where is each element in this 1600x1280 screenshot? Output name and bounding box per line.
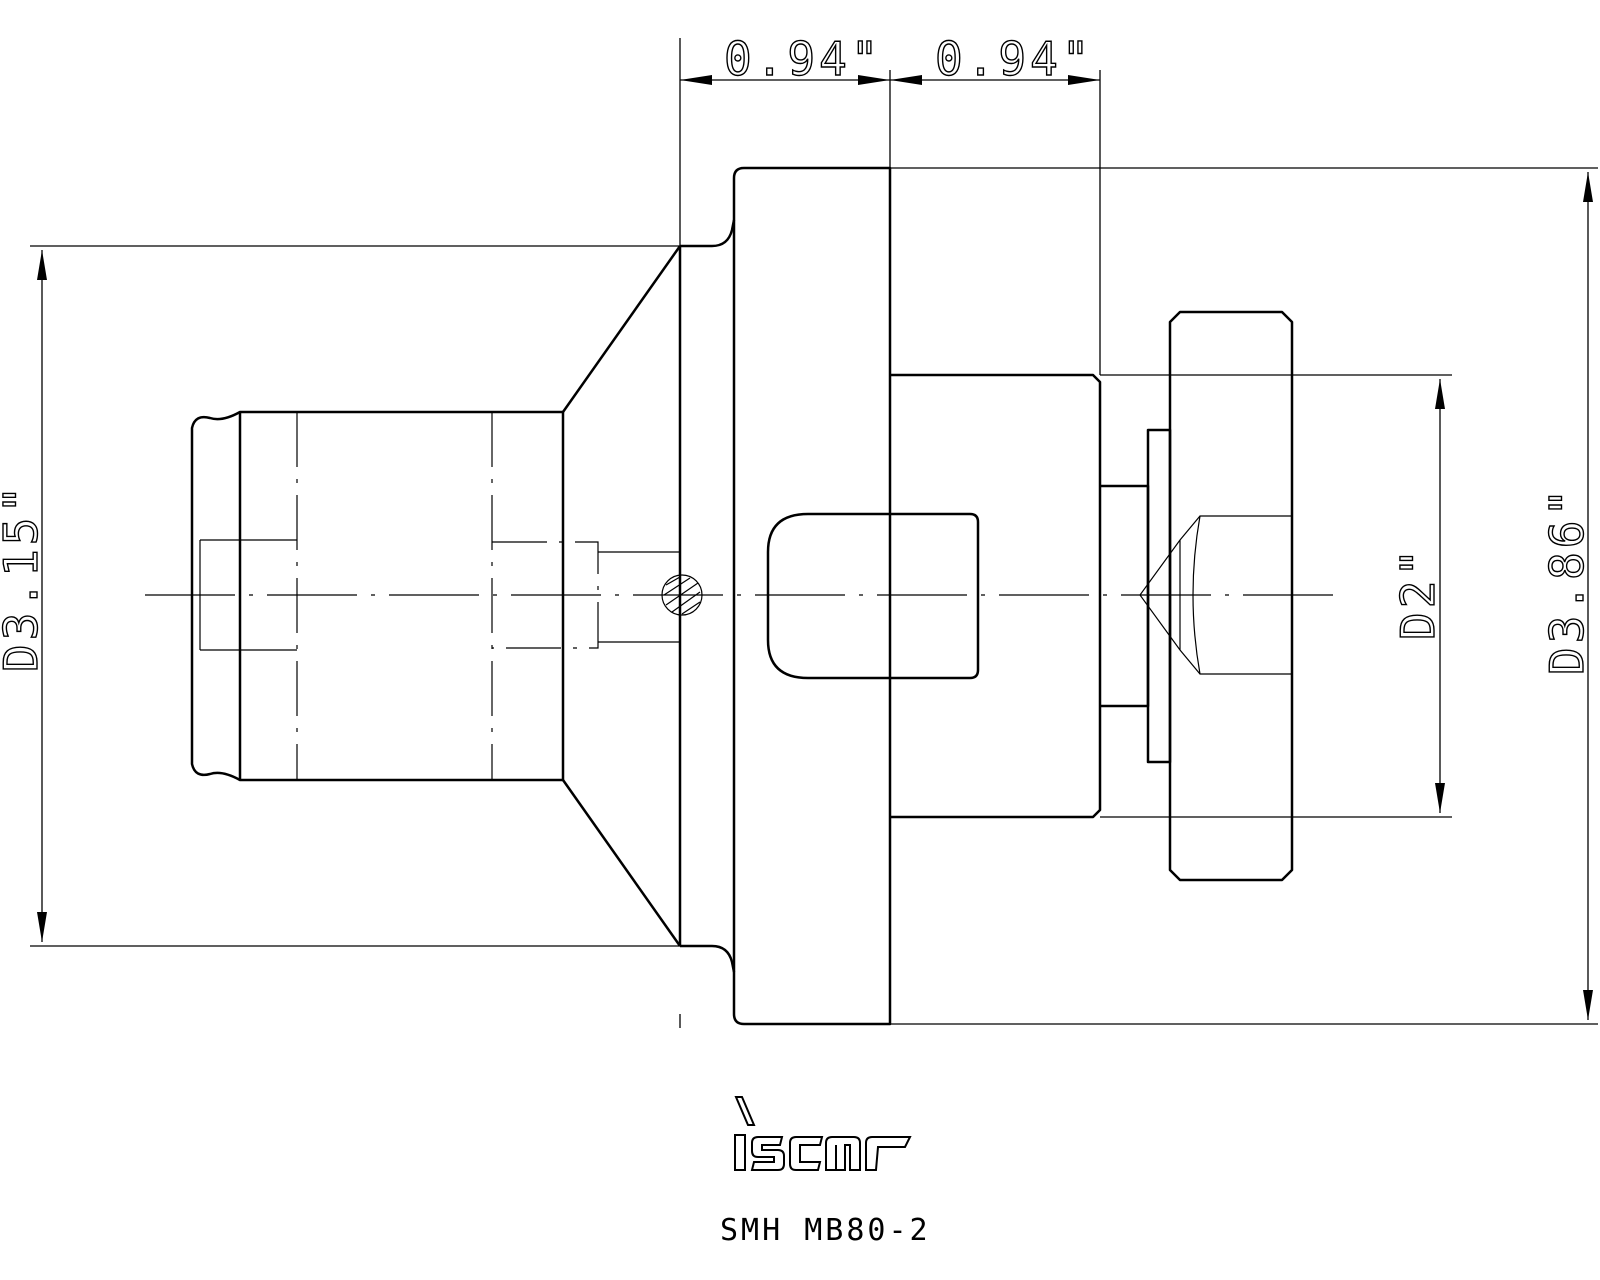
dim-label-dia-small: D2" xyxy=(1391,545,1445,640)
collet-body xyxy=(190,410,599,782)
dim-label-dia-right: D3.86" xyxy=(1540,485,1594,675)
dimension-width-right: 0.94" xyxy=(890,31,1100,87)
product-code: SMH MB80-2 xyxy=(720,1213,931,1248)
dimension-dia-left: D3.15" xyxy=(0,250,49,942)
hub xyxy=(890,373,1172,819)
cone-section xyxy=(561,219,736,973)
iscar-logo-icon xyxy=(734,1096,912,1171)
flange xyxy=(732,166,980,1026)
dimension-dia-right: D3.86" xyxy=(1539,172,1595,1020)
clamping-nut xyxy=(1139,310,1294,882)
extension-lines xyxy=(30,38,1598,1028)
dimension-width-left: 0.94" xyxy=(680,31,890,87)
cross-pin xyxy=(661,574,703,616)
dimension-dia-small: D2" xyxy=(1390,379,1446,813)
dim-label-dia-left: D3.15" xyxy=(0,482,48,672)
dim-label-width-left: 0.94" xyxy=(724,32,882,86)
dim-label-width-right: 0.94" xyxy=(935,32,1093,86)
drive-key xyxy=(766,512,980,680)
